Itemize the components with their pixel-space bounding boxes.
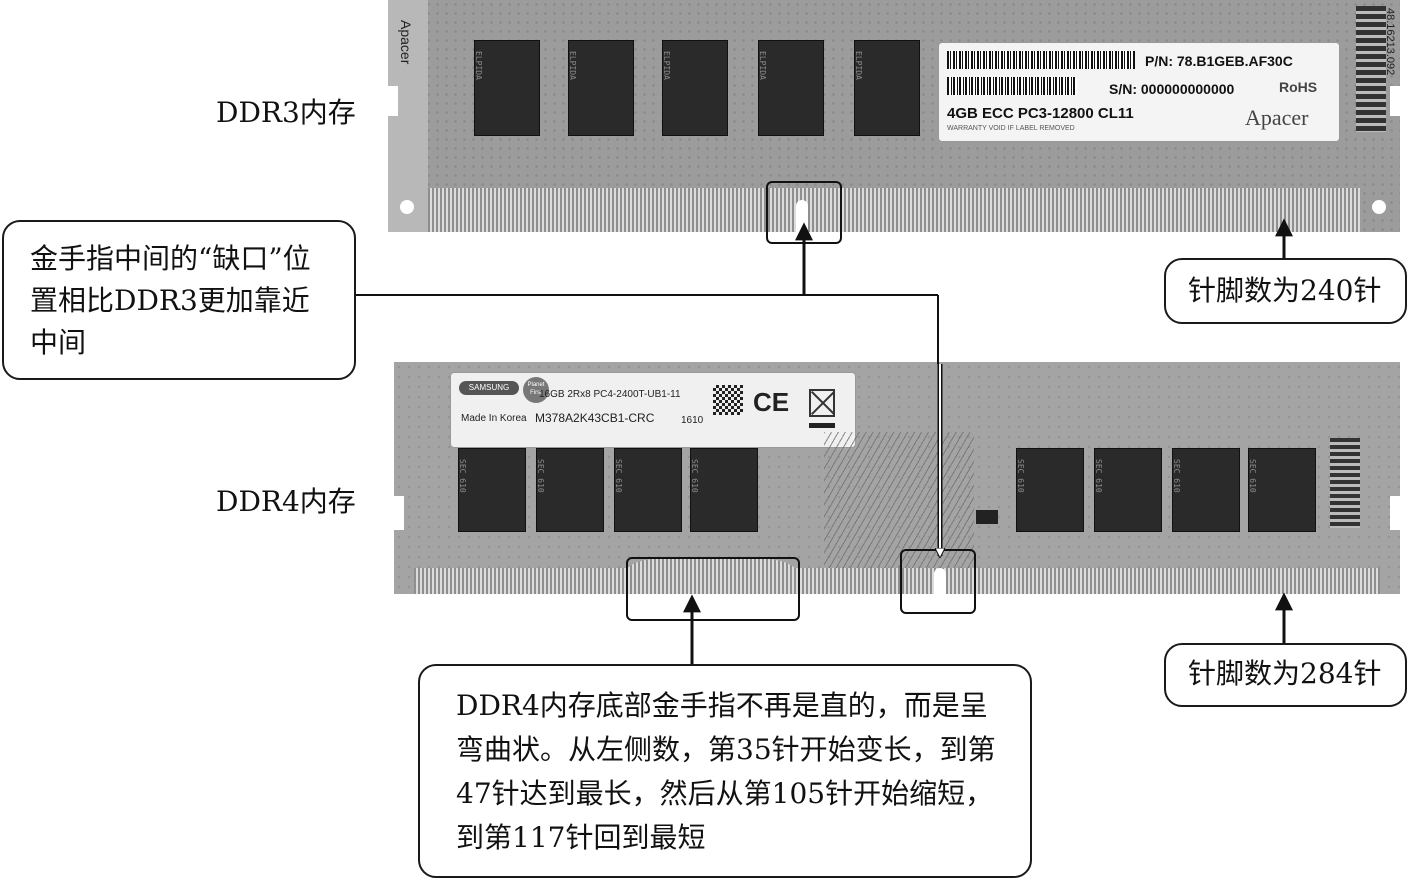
- ddr3-part-number: P/N: 78.B1GEB.AF30C: [1145, 53, 1293, 69]
- ddr4-weee-bin-icon: [809, 389, 836, 417]
- ddr4-samsung-logo: SAMSUNG: [459, 381, 519, 395]
- ddr4-chip: SEC 610: [1248, 448, 1316, 532]
- ddr4-weee-bar: [809, 423, 835, 428]
- notch-callout-text: 金手指中间的“缺口”位置相比DDR3更加靠近中间: [30, 242, 311, 359]
- ddr4-module: SAMSUNG Planet First 16GB 2Rx8 PC4-2400T…: [394, 362, 1400, 594]
- pins240-callout: 针脚数为240针: [1164, 258, 1407, 324]
- ddr3-rohs: RoHS: [1279, 79, 1318, 95]
- ddr4-chip: SEC 610: [1172, 448, 1240, 532]
- ddr4-chip: SEC 610: [1016, 448, 1084, 532]
- ddr4-gold-fingers: [414, 568, 1380, 594]
- ddr3-module: Apacer 48.16213.092 ELPIDA ELPIDA ELPIDA…: [388, 0, 1400, 232]
- ddr3-left-edge: [388, 0, 428, 232]
- ddr4-trace-fan: [824, 432, 974, 582]
- ddr4-key-notch: [934, 568, 946, 594]
- ddr3-right-components: [1356, 6, 1386, 132]
- ddr4-part-number: M378A2K43CB1-CRC: [535, 411, 655, 425]
- ddr4-origin: Made In Korea: [461, 413, 527, 424]
- ddr4-sticker: SAMSUNG Planet First 16GB 2Rx8 PC4-2400T…: [450, 372, 856, 448]
- ddr3-spec: 4GB ECC PC3-12800 CL11: [947, 105, 1134, 122]
- ddr3-chip: ELPIDA: [662, 40, 728, 136]
- ddr4-spd-chip: [976, 510, 998, 524]
- ddr3-chip: ELPIDA: [758, 40, 824, 136]
- ddr4-side-notch: [1390, 496, 1400, 530]
- ddr3-side-notch: [1390, 86, 1400, 116]
- ddr4-chip: SEC 610: [690, 448, 758, 532]
- notch-callout: 金手指中间的“缺口”位置相比DDR3更加靠近中间: [2, 220, 356, 380]
- ddr3-barcode: [947, 51, 1135, 69]
- curve-callout-text: DDR4内存底部金手指不再是直的，而是呈弯曲状。从左侧数，第35针开始变长，到第…: [456, 689, 996, 854]
- ddr4-chip: SEC 610: [614, 448, 682, 532]
- ddr3-gold-fingers: [428, 188, 1360, 232]
- ddr4-spec: 16GB 2Rx8 PC4-2400T-UB1-11: [539, 389, 681, 400]
- curve-callout: DDR4内存底部金手指不再是直的，而是呈弯曲状。从左侧数，第35针开始变长，到第…: [418, 664, 1032, 878]
- ddr3-mount-hole-left: [400, 200, 414, 214]
- ddr4-curved-fingers: [626, 558, 796, 594]
- ddr4-date-code: 1610: [681, 415, 704, 426]
- ddr4-chip: SEC 610: [458, 448, 526, 532]
- ddr4-right-components: [1330, 438, 1360, 528]
- ddr4-label: DDR4内存: [216, 485, 356, 518]
- ddr4-side-notch: [394, 496, 404, 530]
- ddr3-barcode: [947, 77, 1077, 95]
- ddr3-chip: ELPIDA: [568, 40, 634, 136]
- ddr3-serial-number: S/N: 000000000000: [1109, 81, 1235, 97]
- pins240-callout-text: 针脚数为240针: [1188, 274, 1382, 307]
- ddr3-chip: ELPIDA: [854, 40, 920, 136]
- ddr3-side-notch: [388, 86, 398, 116]
- pins284-callout-text: 针脚数为284针: [1188, 657, 1382, 690]
- ddr4-ce-mark: CE: [753, 387, 790, 417]
- pins284-callout: 针脚数为284针: [1164, 643, 1407, 707]
- ddr4-curve-highlight: [626, 557, 800, 621]
- ddr4-chip: SEC 610: [1094, 448, 1162, 532]
- ddr4-chip: SEC 610: [536, 448, 604, 532]
- ddr4-planet-first-badge: Planet First: [523, 377, 549, 403]
- ddr3-chip: ELPIDA: [474, 40, 540, 136]
- ddr4-datamatrix: [713, 385, 743, 415]
- ddr3-label: DDR3内存: [216, 96, 356, 129]
- ddr3-warranty: WARRANTY VOID IF LABEL REMOVED: [947, 125, 1075, 132]
- ddr3-mount-hole-right: [1372, 200, 1386, 214]
- ddr3-sticker: P/N: 78.B1GEB.AF30C S/N: 000000000000 Ro…: [938, 42, 1340, 142]
- ddr3-sticker-brand: Apacer: [1245, 105, 1309, 130]
